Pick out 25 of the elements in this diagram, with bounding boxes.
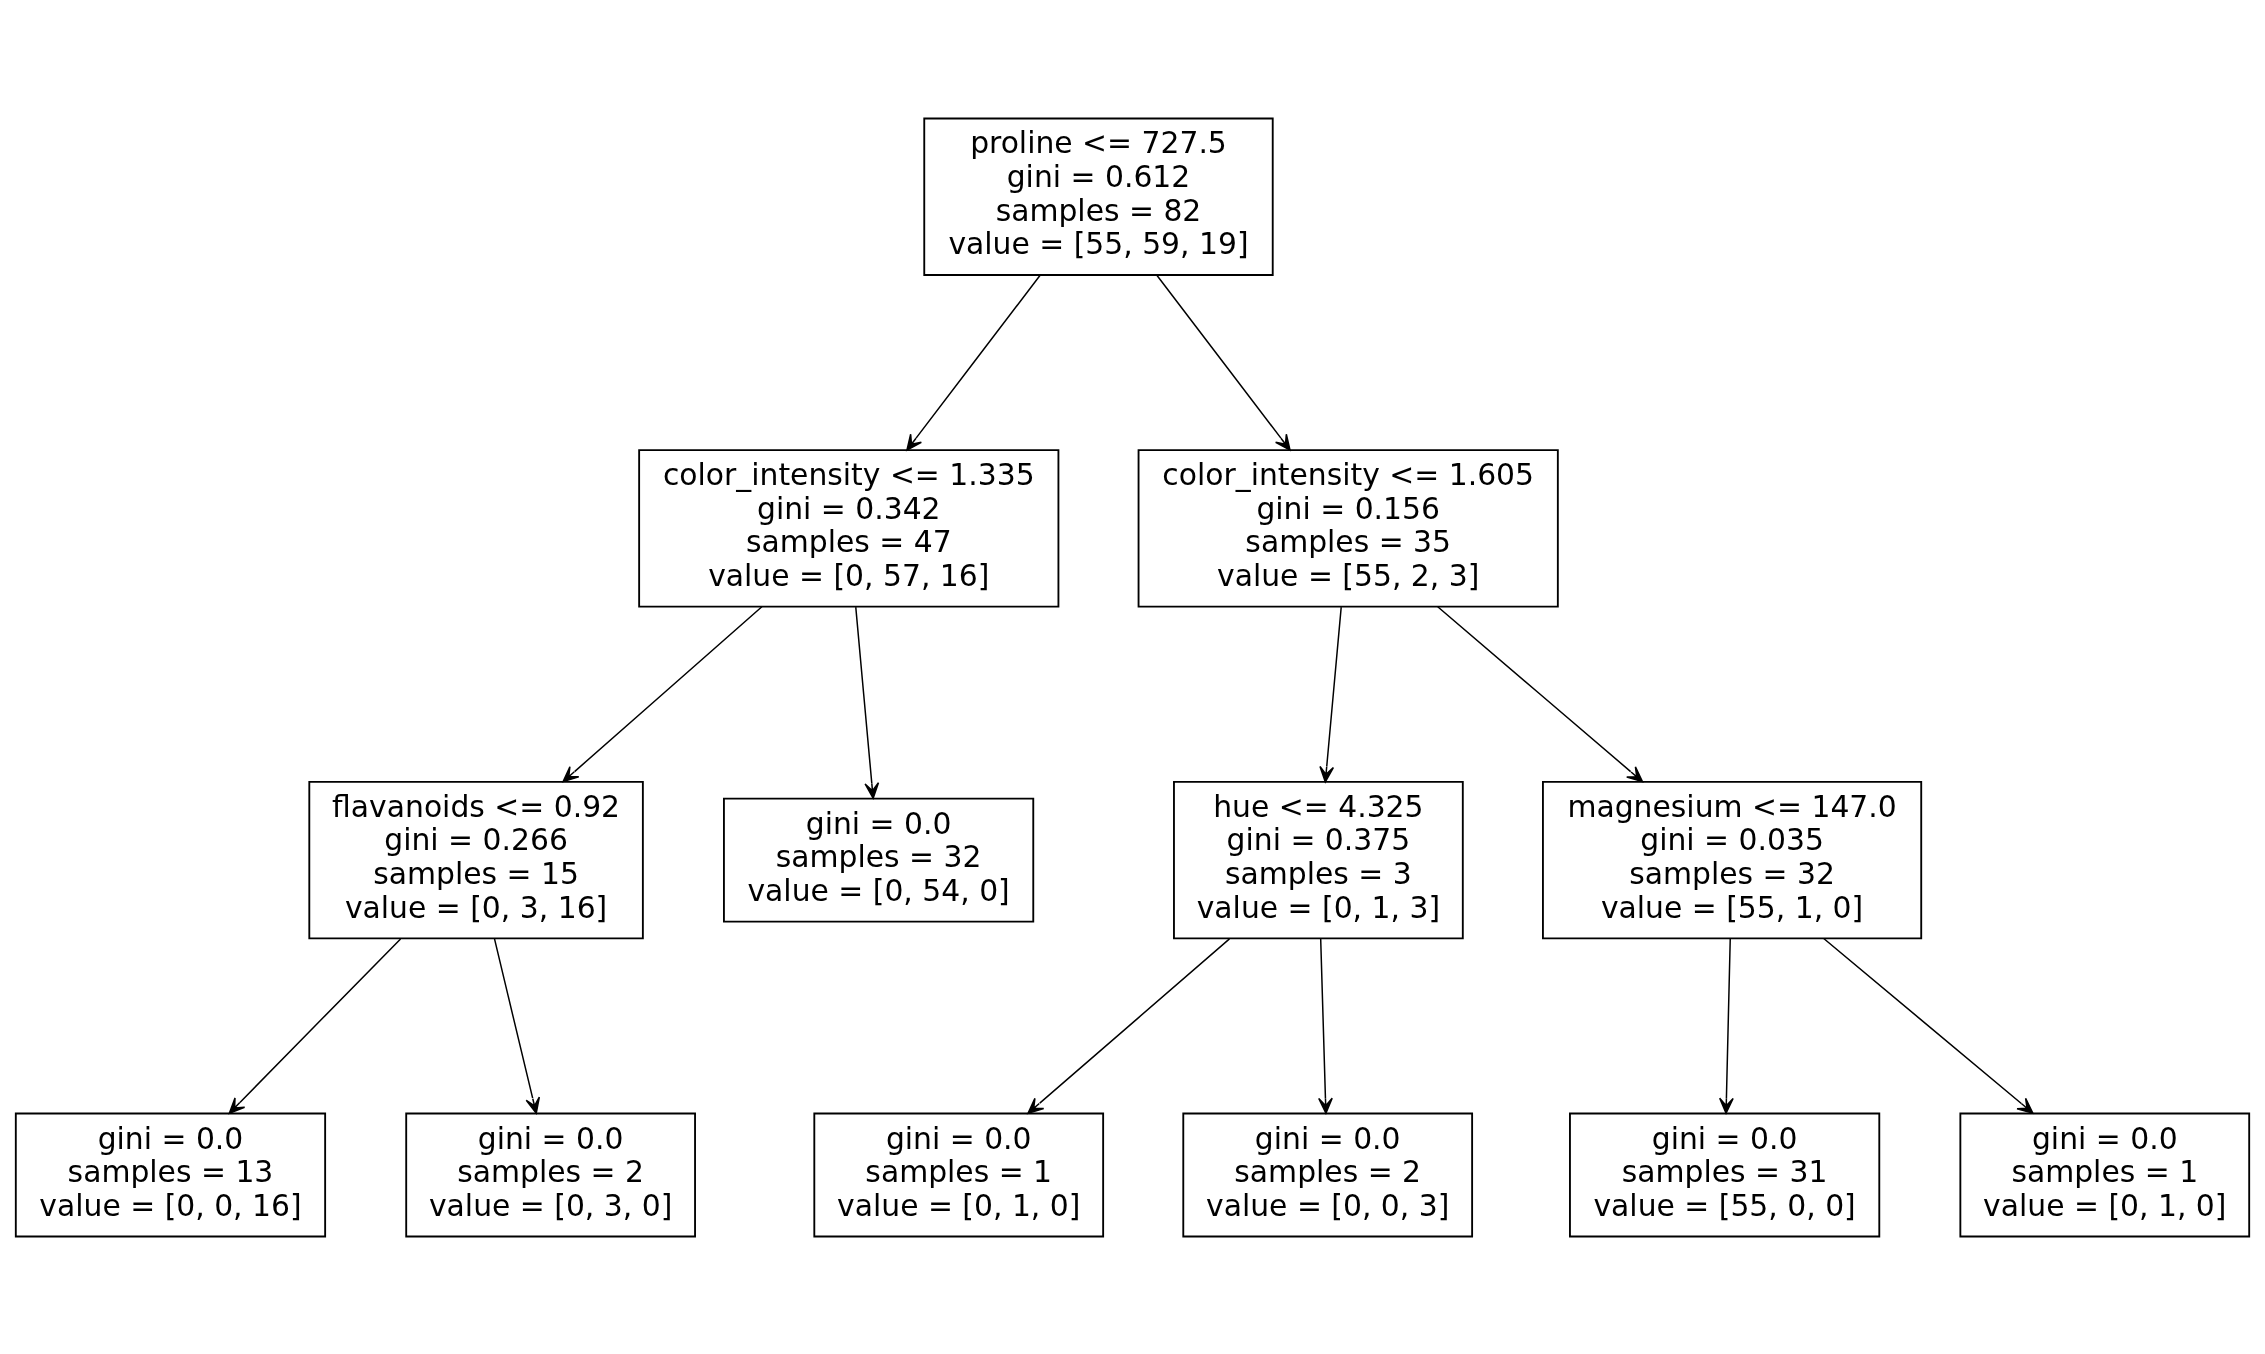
node-box: gini = 0.0 samples = 31 value = [55, 0, 0] [1569, 1112, 1881, 1237]
arrow [855, 605, 880, 799]
node-box: color_intensity <= 1.605 gini = 0.156 samples = 35 value = [55, 2, 3] [1137, 448, 1559, 608]
node-box: magnesium <= 147.0 gini = 0.035 samples = 32 value = [55, 1, 0] [1542, 780, 1923, 939]
arrow [1436, 605, 1644, 782]
arrow [493, 937, 541, 1114]
node-box: gini = 0.0 samples = 2 value = [0, 3, 0] [405, 1112, 696, 1237]
arrow [1318, 937, 1333, 1114]
arrow [906, 274, 1041, 451]
node-box: proline <= 727.5 gini = 0.612 samples = 82 value = [55, 59, 19] [923, 117, 1274, 276]
node-box: gini = 0.0 samples = 1 value = [0, 1, 0] [1959, 1112, 2251, 1237]
arrow [1156, 274, 1291, 451]
node-box: gini = 0.0 samples = 32 value = [0, 54, 0] [723, 797, 1035, 923]
arrow [1822, 937, 2034, 1114]
arrow [1718, 937, 1734, 1114]
node-box: hue <= 4.325 gini = 0.375 samples = 3 value = [0, 1, 3] [1173, 780, 1464, 939]
node-box: color_intensity <= 1.335 gini = 0.342 samples = 47 value = [0, 57, 16] [638, 448, 1060, 608]
arrow [562, 605, 763, 782]
node-box: gini = 0.0 samples = 1 value = [0, 1, 0] [813, 1112, 1105, 1237]
node-box: gini = 0.0 samples = 13 value = [0, 0, 16] [14, 1112, 327, 1237]
arrow [228, 937, 402, 1114]
arrow [1319, 605, 1342, 783]
node-box: gini = 0.0 samples = 2 value = [0, 0, 3] [1182, 1112, 1474, 1237]
node-box: flavanoids <= 0.92 gini = 0.266 samples = 15 value = [0, 3, 16] [308, 780, 644, 939]
arrow [1027, 937, 1231, 1114]
